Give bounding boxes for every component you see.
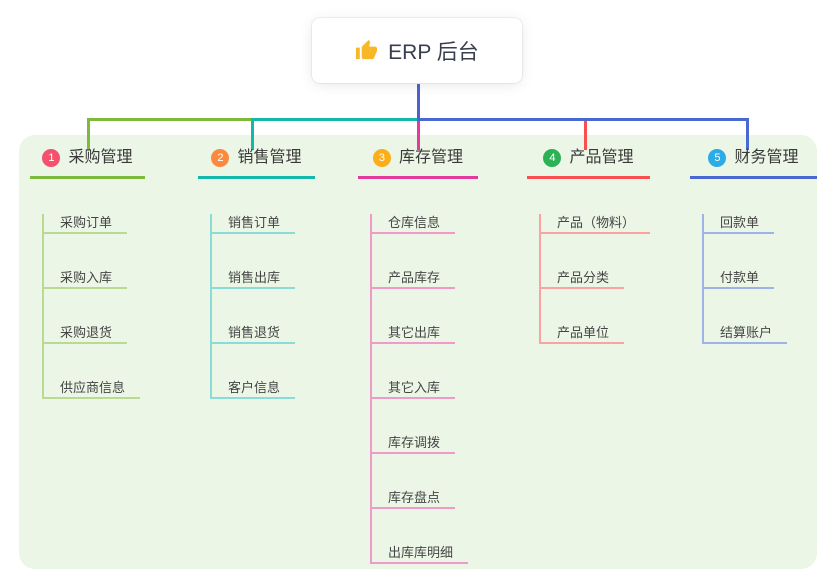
branch-inventory-children: 仓库信息产品库存其它出库其它入库库存调拨库存盘点出库库明细 [370,214,478,564]
branches-background-panel [19,135,817,569]
branch-purchase: 1 采购管理 采购订单采购入库采购退货供应商信息 [30,147,145,399]
branch-number-badge: 4 [543,149,562,167]
branch-product-header[interactable]: 4 产品管理 [527,147,650,179]
child-node[interactable]: 销售退货 [212,324,296,344]
branch-number-badge: 2 [211,149,230,167]
branch-number-badge: 1 [42,149,61,167]
branch-purchase-header[interactable]: 1 采购管理 [30,147,145,179]
child-node[interactable]: 付款单 [704,269,775,289]
branch-finance: 5 财务管理 回款单付款单结算账户 [690,147,817,344]
child-node[interactable]: 产品库存 [372,269,456,289]
child-node[interactable]: 出库库明细 [372,544,469,564]
child-node[interactable]: 库存调拨 [372,434,456,454]
connector-root-vertical [417,83,420,121]
branch-label: 库存管理 [398,149,463,166]
child-node[interactable]: 采购订单 [44,214,128,234]
root-title: ERP 后台 [388,40,479,64]
branch-label: 销售管理 [237,149,302,166]
child-node[interactable]: 采购退货 [44,324,128,344]
branch-label: 产品管理 [569,149,634,166]
branch-label: 财务管理 [734,149,799,166]
child-node[interactable]: 销售出库 [212,269,296,289]
branch-sales-header[interactable]: 2 销售管理 [198,147,315,179]
branch-sales: 2 销售管理 销售订单销售出库销售退货客户信息 [198,147,315,399]
branch-sales-children: 销售订单销售出库销售退货客户信息 [210,214,315,399]
child-node[interactable]: 回款单 [704,214,775,234]
connector-branch2-horizontal [251,118,419,121]
branch-purchase-children: 采购订单采购入库采购退货供应商信息 [42,214,145,399]
child-node[interactable]: 结算账户 [704,324,788,344]
branch-inventory: 3 库存管理 仓库信息产品库存其它出库其它入库库存调拨库存盘点出库库明细 [358,147,478,564]
connector-branch4-drop [584,118,587,150]
child-node[interactable]: 采购入库 [44,269,128,289]
branch-finance-children: 回款单付款单结算账户 [702,214,817,344]
branch-number-badge: 3 [372,149,391,167]
branch-product: 4 产品管理 产品（物料） 产品分类产品单位 [527,147,651,344]
branch-finance-header[interactable]: 5 财务管理 [690,147,817,179]
child-node[interactable]: 库存盘点 [372,489,456,509]
child-node[interactable]: 仓库信息 [372,214,456,234]
connector-branch1-drop [87,118,90,150]
child-node[interactable]: 产品（物料） [541,214,651,234]
child-node[interactable]: 供应商信息 [44,379,141,399]
connector-branch2-drop [251,118,254,150]
branch-label: 采购管理 [68,149,133,166]
connector-branch5-drop [746,118,749,150]
child-node[interactable]: 其它入库 [372,379,456,399]
branch-inventory-header[interactable]: 3 库存管理 [358,147,478,179]
connector-branch5-horizontal [419,118,749,121]
branch-number-badge: 5 [708,149,727,167]
thumbs-up-icon [356,39,378,60]
connector-branch3-drop [417,121,420,150]
child-node[interactable]: 客户信息 [212,379,296,399]
child-node[interactable]: 产品分类 [541,269,625,289]
root-node[interactable]: ERP 后台 [312,18,522,83]
child-node[interactable]: 产品单位 [541,324,625,344]
branch-product-children: 产品（物料） 产品分类产品单位 [539,214,651,344]
child-node[interactable]: 其它出库 [372,324,456,344]
child-node[interactable]: 销售订单 [212,214,296,234]
